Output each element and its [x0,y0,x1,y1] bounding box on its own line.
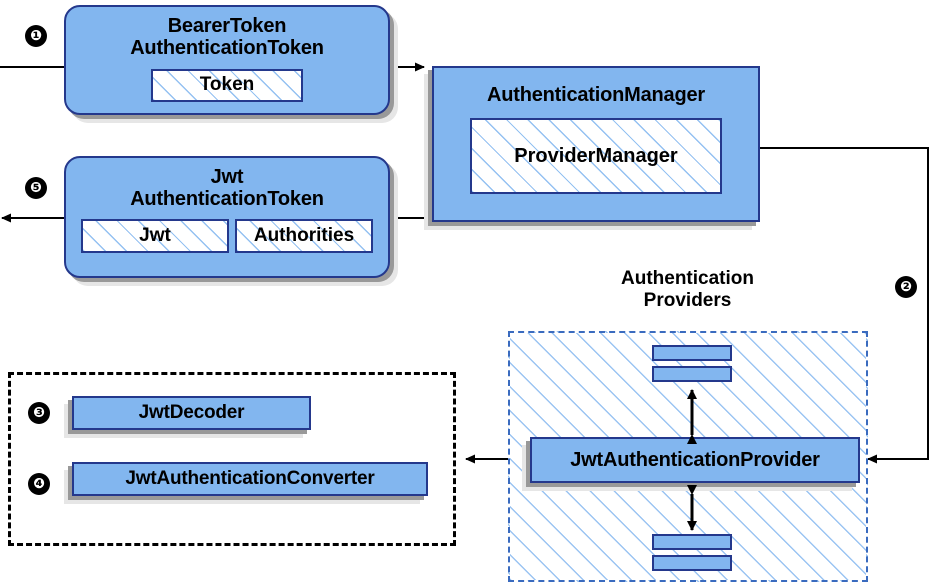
node-jwt-authentication-token[interactable]: Jwt AuthenticationToken Jwt Authorities [64,156,390,278]
subbox-authorities: Authorities [235,218,373,253]
bearer-token-title-line2: AuthenticationToken [130,37,324,60]
node-authentication-manager[interactable]: AuthenticationManager ProviderManager [432,66,760,222]
badge-step-2: ❷ [895,276,917,298]
provider-bar-bottom-2 [652,555,732,571]
badge-step-4: ❹ [28,473,50,495]
jwt-token-title-line1: Jwt [210,166,244,188]
badge-step-1: ❶ [25,25,47,47]
provider-bar-top-2 [652,366,732,382]
subbox-provider-manager: ProviderManager [470,118,722,195]
node-jwt-authentication-provider[interactable]: JwtAuthenticationProvider [530,437,860,483]
jwt-authentication-provider-title: JwtAuthenticationProvider [570,448,820,471]
jwt-token-title: Jwt AuthenticationToken [130,166,324,211]
jwt-token-subbox-row: Jwt Authorities [81,218,373,253]
authentication-providers-caption-line1: Authentication [621,268,754,289]
subbox-jwt: Jwt [81,218,229,253]
badge-step-3: ❸ [28,402,50,424]
node-jwt-decoder[interactable]: JwtDecoder [72,396,311,430]
jwt-token-title-line2: AuthenticationToken [130,188,324,211]
node-bearer-token-authentication-token[interactable]: BearerToken AuthenticationToken Token [64,5,390,115]
bearer-token-title-line1: BearerToken [167,15,287,37]
subbox-token: Token [151,68,303,102]
provider-bar-top-1 [652,345,732,361]
jwt-authentication-converter-title: JwtAuthenticationConverter [125,468,375,490]
provider-bar-bottom-1 [652,534,732,550]
authentication-providers-caption: Authentication Providers [580,268,795,312]
bearer-token-title: BearerToken AuthenticationToken [130,15,324,60]
jwt-decoder-title: JwtDecoder [138,402,245,424]
badge-step-5: ❺ [25,177,47,199]
authentication-providers-caption-line2: Providers [643,289,732,311]
node-jwt-authentication-converter[interactable]: JwtAuthenticationConverter [72,462,428,496]
authentication-manager-title: AuthenticationManager [486,84,706,106]
